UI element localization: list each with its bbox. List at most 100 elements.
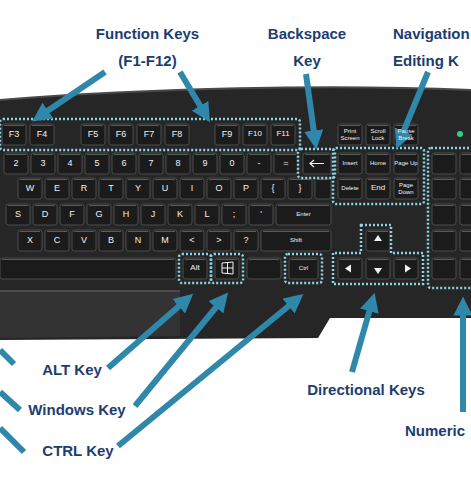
key (180, 230, 204, 251)
key-highlight (209, 231, 229, 232)
keyboard-body (0, 87, 471, 340)
key (276, 204, 331, 225)
key-highlight (434, 205, 454, 206)
key (315, 178, 331, 199)
key-highlight (111, 125, 131, 126)
key (234, 178, 258, 199)
key (183, 258, 207, 279)
key-legend: Page Down (394, 178, 418, 199)
key (234, 230, 258, 251)
key (366, 153, 390, 174)
key-highlight (143, 205, 163, 206)
key (99, 178, 123, 199)
key-highlight (47, 179, 67, 180)
key (394, 178, 418, 199)
key-legend: W (18, 178, 42, 199)
backspace-outline (298, 149, 335, 178)
key-legend: L (195, 204, 219, 225)
key-highlight (155, 231, 175, 232)
key (247, 153, 271, 174)
key (366, 230, 390, 251)
key (271, 124, 295, 145)
key (2, 124, 26, 145)
key (432, 178, 456, 199)
key-legend: 9 (193, 153, 217, 174)
key (288, 178, 312, 199)
function-keys-outline (0, 119, 300, 150)
key-legend: Delete (338, 178, 362, 199)
key-legend: { (261, 178, 285, 199)
key-highlight (396, 259, 416, 260)
key (31, 153, 55, 174)
key (215, 258, 239, 279)
key (33, 204, 57, 225)
key-highlight (74, 231, 94, 232)
key-legend: K (168, 204, 192, 225)
key (166, 153, 190, 174)
key-highlight (368, 154, 388, 155)
key-legend: } (288, 178, 312, 199)
key (81, 124, 105, 145)
key-legend: - (247, 153, 271, 174)
key-highlight (114, 154, 134, 155)
leader-line (0, 350, 14, 364)
key-highlight (434, 231, 454, 232)
key-highlight (340, 125, 360, 126)
key-legend: E (45, 178, 69, 199)
arrow-symbol (405, 265, 411, 273)
key-highlight (35, 205, 55, 206)
key (109, 124, 133, 145)
key-highlight (155, 179, 175, 180)
key-highlight (116, 205, 136, 206)
group-outlines (0, 119, 471, 288)
key (87, 204, 111, 225)
key-highlight (167, 125, 187, 126)
directional-outline (333, 225, 423, 284)
key (261, 178, 285, 199)
key-highlight (128, 179, 148, 180)
key (137, 124, 161, 145)
key (366, 178, 390, 199)
key-highlight (434, 154, 454, 155)
key-highlight (195, 154, 215, 155)
key-highlight (434, 179, 454, 180)
key-highlight (20, 179, 40, 180)
callout-arrow (118, 300, 296, 446)
key-legend: D (33, 204, 57, 225)
key-highlight (462, 205, 471, 206)
key-legend: ; (222, 204, 246, 225)
key (261, 230, 331, 251)
key-legend: 4 (58, 153, 82, 174)
key-highlight (170, 205, 190, 206)
ctrl-outline (285, 254, 322, 283)
key-legend: T (99, 178, 123, 199)
arrow-symbol (345, 265, 351, 273)
windows-outline (211, 254, 243, 283)
callout-label: Numeric (405, 417, 471, 444)
key-highlight (20, 231, 40, 232)
key (207, 230, 231, 251)
wrist-rest-edge (0, 290, 180, 292)
key-legend: < (180, 230, 204, 251)
key-highlight (249, 154, 269, 155)
key-highlight (101, 179, 121, 180)
key-legend: Scroll Lock (366, 124, 390, 145)
key-legend: 5 (85, 153, 109, 174)
key-legend: V (72, 230, 96, 251)
key (6, 204, 30, 225)
key-highlight (263, 231, 329, 232)
key (139, 153, 163, 174)
key-highlight (305, 154, 329, 155)
indicator-light (457, 131, 463, 137)
callout-label: Navigation Editing K (393, 20, 471, 74)
key-highlight (434, 259, 454, 260)
callout-arrow (306, 74, 315, 140)
key-legend: F7 (137, 124, 161, 145)
callout-arrow (180, 72, 205, 114)
key-legend: C (45, 230, 69, 251)
callout-arrow (135, 300, 222, 406)
key (432, 153, 456, 174)
key-legend: J (141, 204, 165, 225)
arrow-symbol (374, 268, 382, 274)
leader-line (0, 392, 20, 410)
